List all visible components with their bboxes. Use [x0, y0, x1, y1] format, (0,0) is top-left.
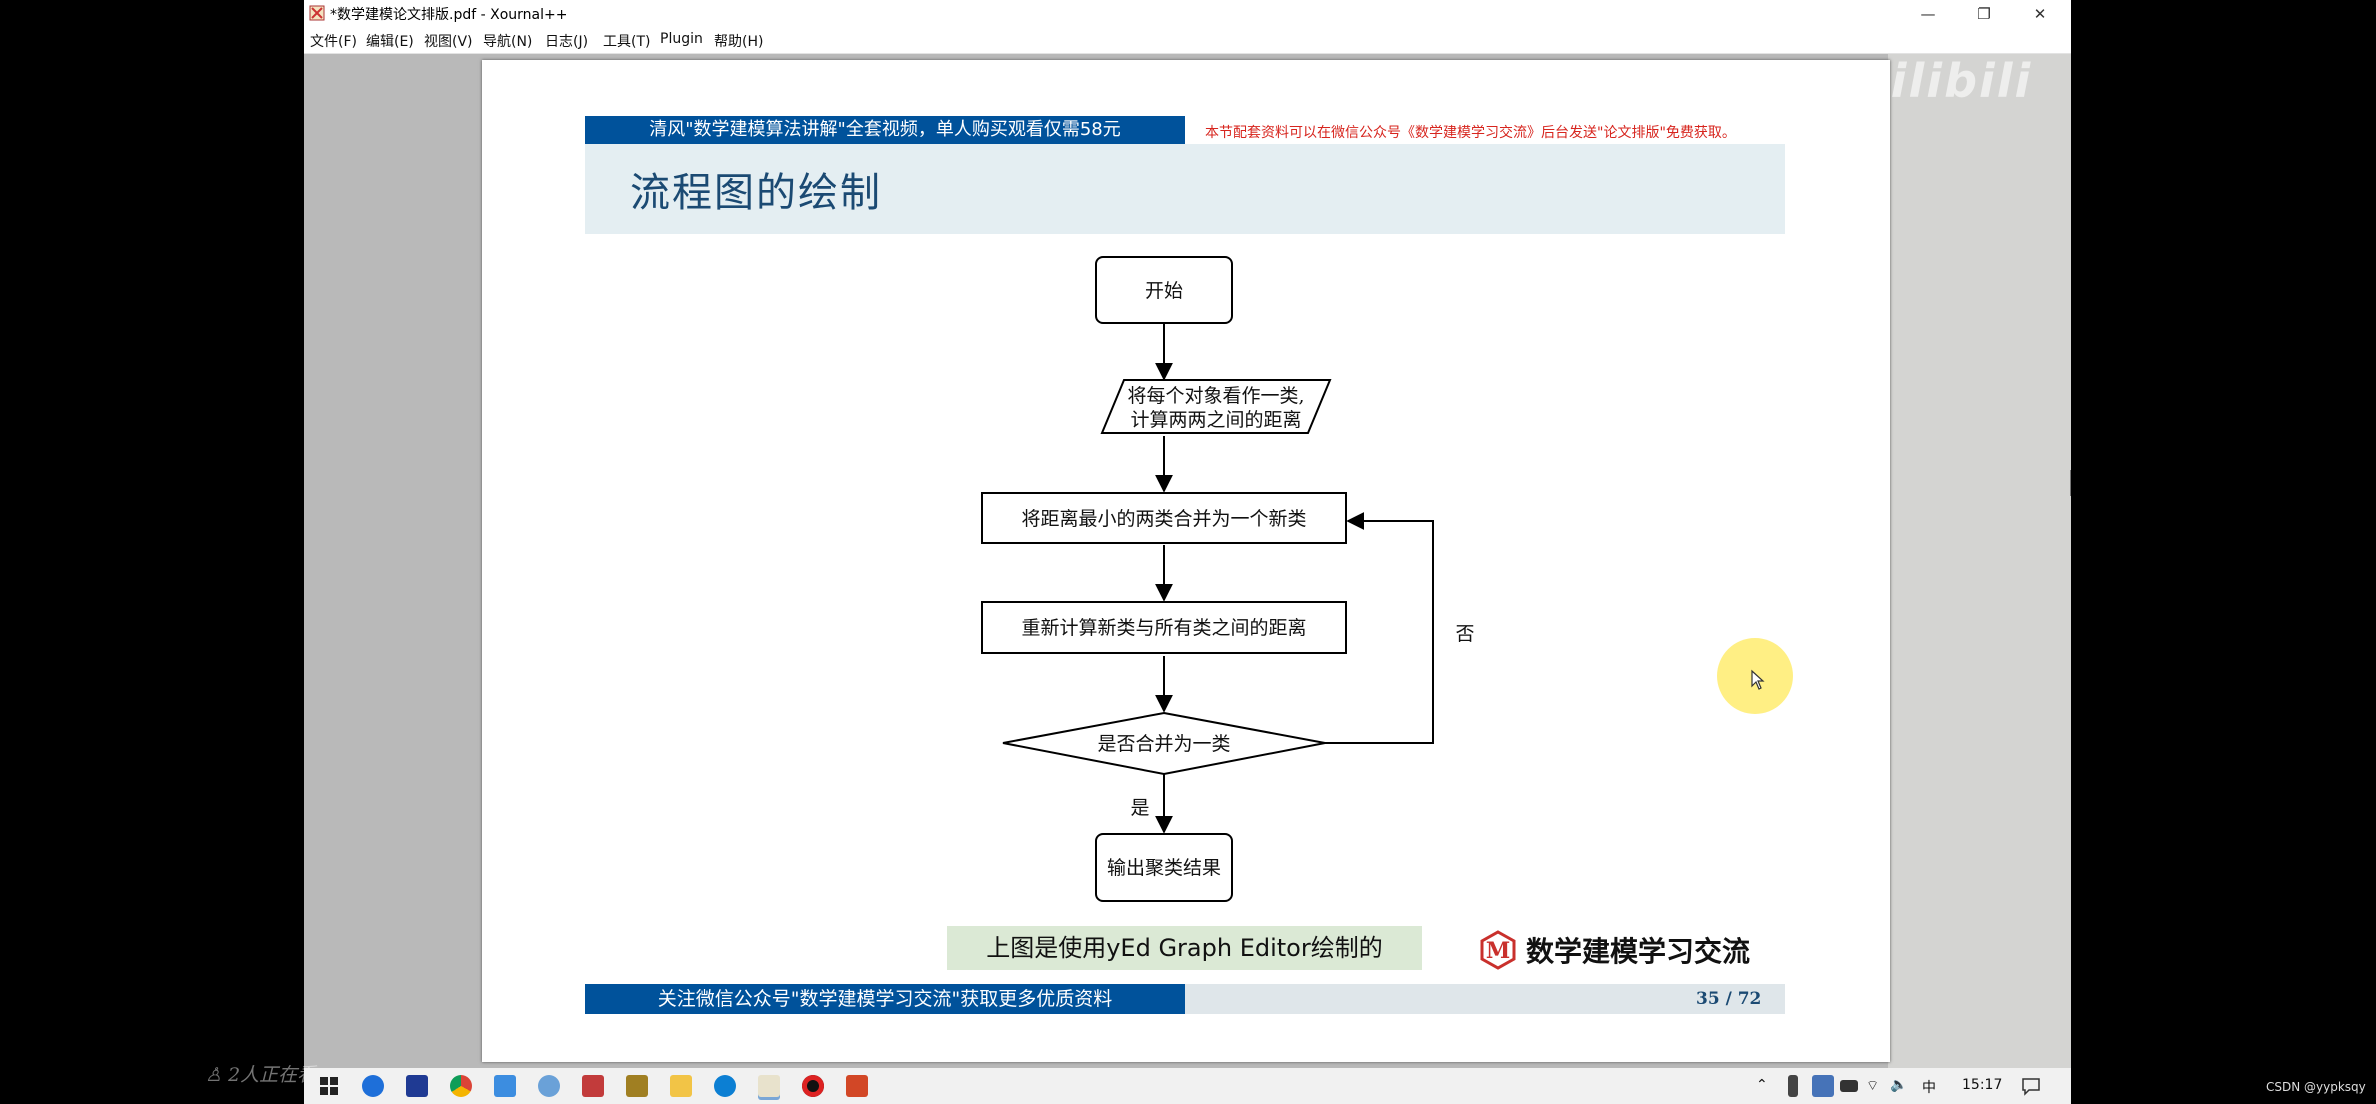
- node-merge: [981, 492, 1347, 544]
- xournal-taskbar-icon[interactable]: [758, 1075, 780, 1097]
- xournal-window: *数学建模论文排版.pdf - Xournal++ — ❐ ✕ 文件(F) 编辑…: [304, 0, 2071, 1068]
- close-button[interactable]: ✕: [2033, 4, 2047, 23]
- video-watermark: 数学建模学习交流 bilibili: [1554, 54, 2030, 114]
- tray-chevron-icon[interactable]: ⌃: [1756, 1077, 1768, 1093]
- pdf-page[interactable]: 清风"数学建模算法讲解"全套视频，单人购买观看仅需58元 本节配套资料可以在微信…: [482, 60, 1890, 1062]
- usb-icon[interactable]: [1788, 1075, 1798, 1097]
- node-merge-label: 将距离最小的两类合并为一个新类: [1021, 508, 1306, 530]
- bilibili-logo: bilibili: [1855, 54, 2033, 108]
- watermark-text: 数学建模学习交流: [1554, 66, 1842, 106]
- battery-icon[interactable]: [1840, 1080, 1858, 1092]
- pointer-icon: [1751, 669, 1765, 690]
- app-icon-sphere[interactable]: [538, 1075, 560, 1097]
- menu-view[interactable]: 视图(V): [424, 34, 473, 50]
- app-icon-paint[interactable]: [582, 1075, 604, 1097]
- menu-file[interactable]: 文件(F): [310, 34, 357, 50]
- record-icon[interactable]: [802, 1075, 824, 1097]
- input-method-indicator[interactable]: 中: [1922, 1080, 1936, 1096]
- chrome-icon[interactable]: [450, 1075, 472, 1097]
- notification-icon[interactable]: [2020, 1075, 2042, 1097]
- footer-band: [1185, 984, 1785, 1014]
- brand-name: 数学建模学习交流: [1526, 935, 1751, 968]
- clock[interactable]: 15:17: [1962, 1077, 2003, 1093]
- people-icon: ♙: [205, 1064, 229, 1086]
- viewer-count: ♙ 2人正在看: [205, 1064, 317, 1086]
- node-decision-label: 是否合并为一类: [1097, 733, 1230, 755]
- page-number: 35 / 72: [1696, 989, 1762, 1009]
- menu-tools[interactable]: 工具(T): [603, 34, 651, 50]
- minimize-button[interactable]: —: [1920, 4, 1936, 23]
- heading-band: [585, 144, 1785, 234]
- title-bar[interactable]: *数学建模论文排版.pdf - Xournal++ — ❐ ✕: [304, 0, 2071, 27]
- figure-caption: 上图是使用yEd Graph Editor绘制的: [947, 926, 1422, 970]
- node-input-line2: 计算两两之间的距离: [1130, 409, 1301, 431]
- menu-bar: 文件(F) 编辑(E) 视图(V) 导航(N) 日志(J) 工具(T) Plug…: [304, 27, 2071, 54]
- node-decision: [1002, 711, 1326, 776]
- brand-logo: M 数学建模学习交流: [1478, 928, 1750, 972]
- volume-icon[interactable]: 🔈: [1890, 1077, 1908, 1093]
- node-input-line1: 将每个对象看作一类,: [1127, 385, 1304, 407]
- menu-navigation[interactable]: 导航(N): [483, 34, 533, 50]
- node-start: [1095, 256, 1233, 324]
- restore-button[interactable]: ❐: [1977, 4, 1991, 23]
- wifi-icon[interactable]: ⌔: [1866, 1078, 1880, 1094]
- edge-icon[interactable]: [714, 1075, 736, 1097]
- window-title: *数学建模论文排版.pdf - Xournal++: [330, 7, 568, 23]
- menu-journal[interactable]: 日志(J): [545, 34, 589, 50]
- promo-banner: 清风"数学建模算法讲解"全套视频，单人购买观看仅需58元: [585, 116, 1185, 144]
- node-recompute: [981, 601, 1347, 654]
- side-panel: [1888, 54, 2071, 1068]
- yes-label: 是: [1130, 797, 1149, 819]
- node-input: [1100, 379, 1332, 434]
- svg-text:M: M: [1486, 938, 1510, 964]
- windows-start-icon[interactable]: [318, 1075, 340, 1097]
- node-start-label: 开始: [1145, 280, 1183, 302]
- file-explorer-icon[interactable]: [670, 1075, 692, 1097]
- flowchart: 开始 将每个对象看作一类, 计算两两之间的距离 将距离最小的两类合并为一个新类 …: [981, 256, 1475, 902]
- app-icon-gear[interactable]: [626, 1075, 648, 1097]
- edge-legacy-icon[interactable]: [362, 1075, 384, 1097]
- connector-loop-back: [1325, 512, 1434, 744]
- document-canvas[interactable]: 清风"数学建模算法讲解"全套视频，单人购买观看仅需58元 本节配套资料可以在微信…: [304, 54, 2071, 1068]
- source-credit: CSDN @yypksqy: [2266, 1080, 2366, 1094]
- footer-banner: 关注微信公众号"数学建模学习交流"获取更多优质资料: [585, 984, 1185, 1014]
- node-recompute-label: 重新计算新类与所有类之间的距离: [1021, 617, 1306, 639]
- slide-heading: 流程图的绘制: [630, 170, 882, 216]
- xournal-app-icon: [309, 5, 325, 21]
- cursor-highlight: [1717, 638, 1793, 714]
- powerpoint-icon[interactable]: [846, 1075, 868, 1097]
- node-output-label: 输出聚类结果: [1107, 857, 1221, 879]
- resource-notice: 本节配套资料可以在微信公众号《数学建模学习交流》后台发送"论文排版"免费获取。: [1205, 125, 1736, 141]
- taskbar: ⌃ ⌔ 🔈 中 15:17: [304, 1068, 2071, 1104]
- tencent-meeting-icon[interactable]: [406, 1075, 428, 1097]
- app-icon-bird[interactable]: [494, 1075, 516, 1097]
- menu-plugin[interactable]: Plugin: [660, 31, 703, 47]
- tray-app-icon[interactable]: [1812, 1075, 1834, 1097]
- window-resize-handle[interactable]: [2070, 470, 2071, 496]
- node-output: [1095, 833, 1233, 902]
- menu-edit[interactable]: 编辑(E): [366, 34, 414, 50]
- menu-help[interactable]: 帮助(H): [714, 34, 764, 50]
- no-label: 否: [1455, 623, 1474, 645]
- brand-m-icon: M: [1480, 930, 1516, 970]
